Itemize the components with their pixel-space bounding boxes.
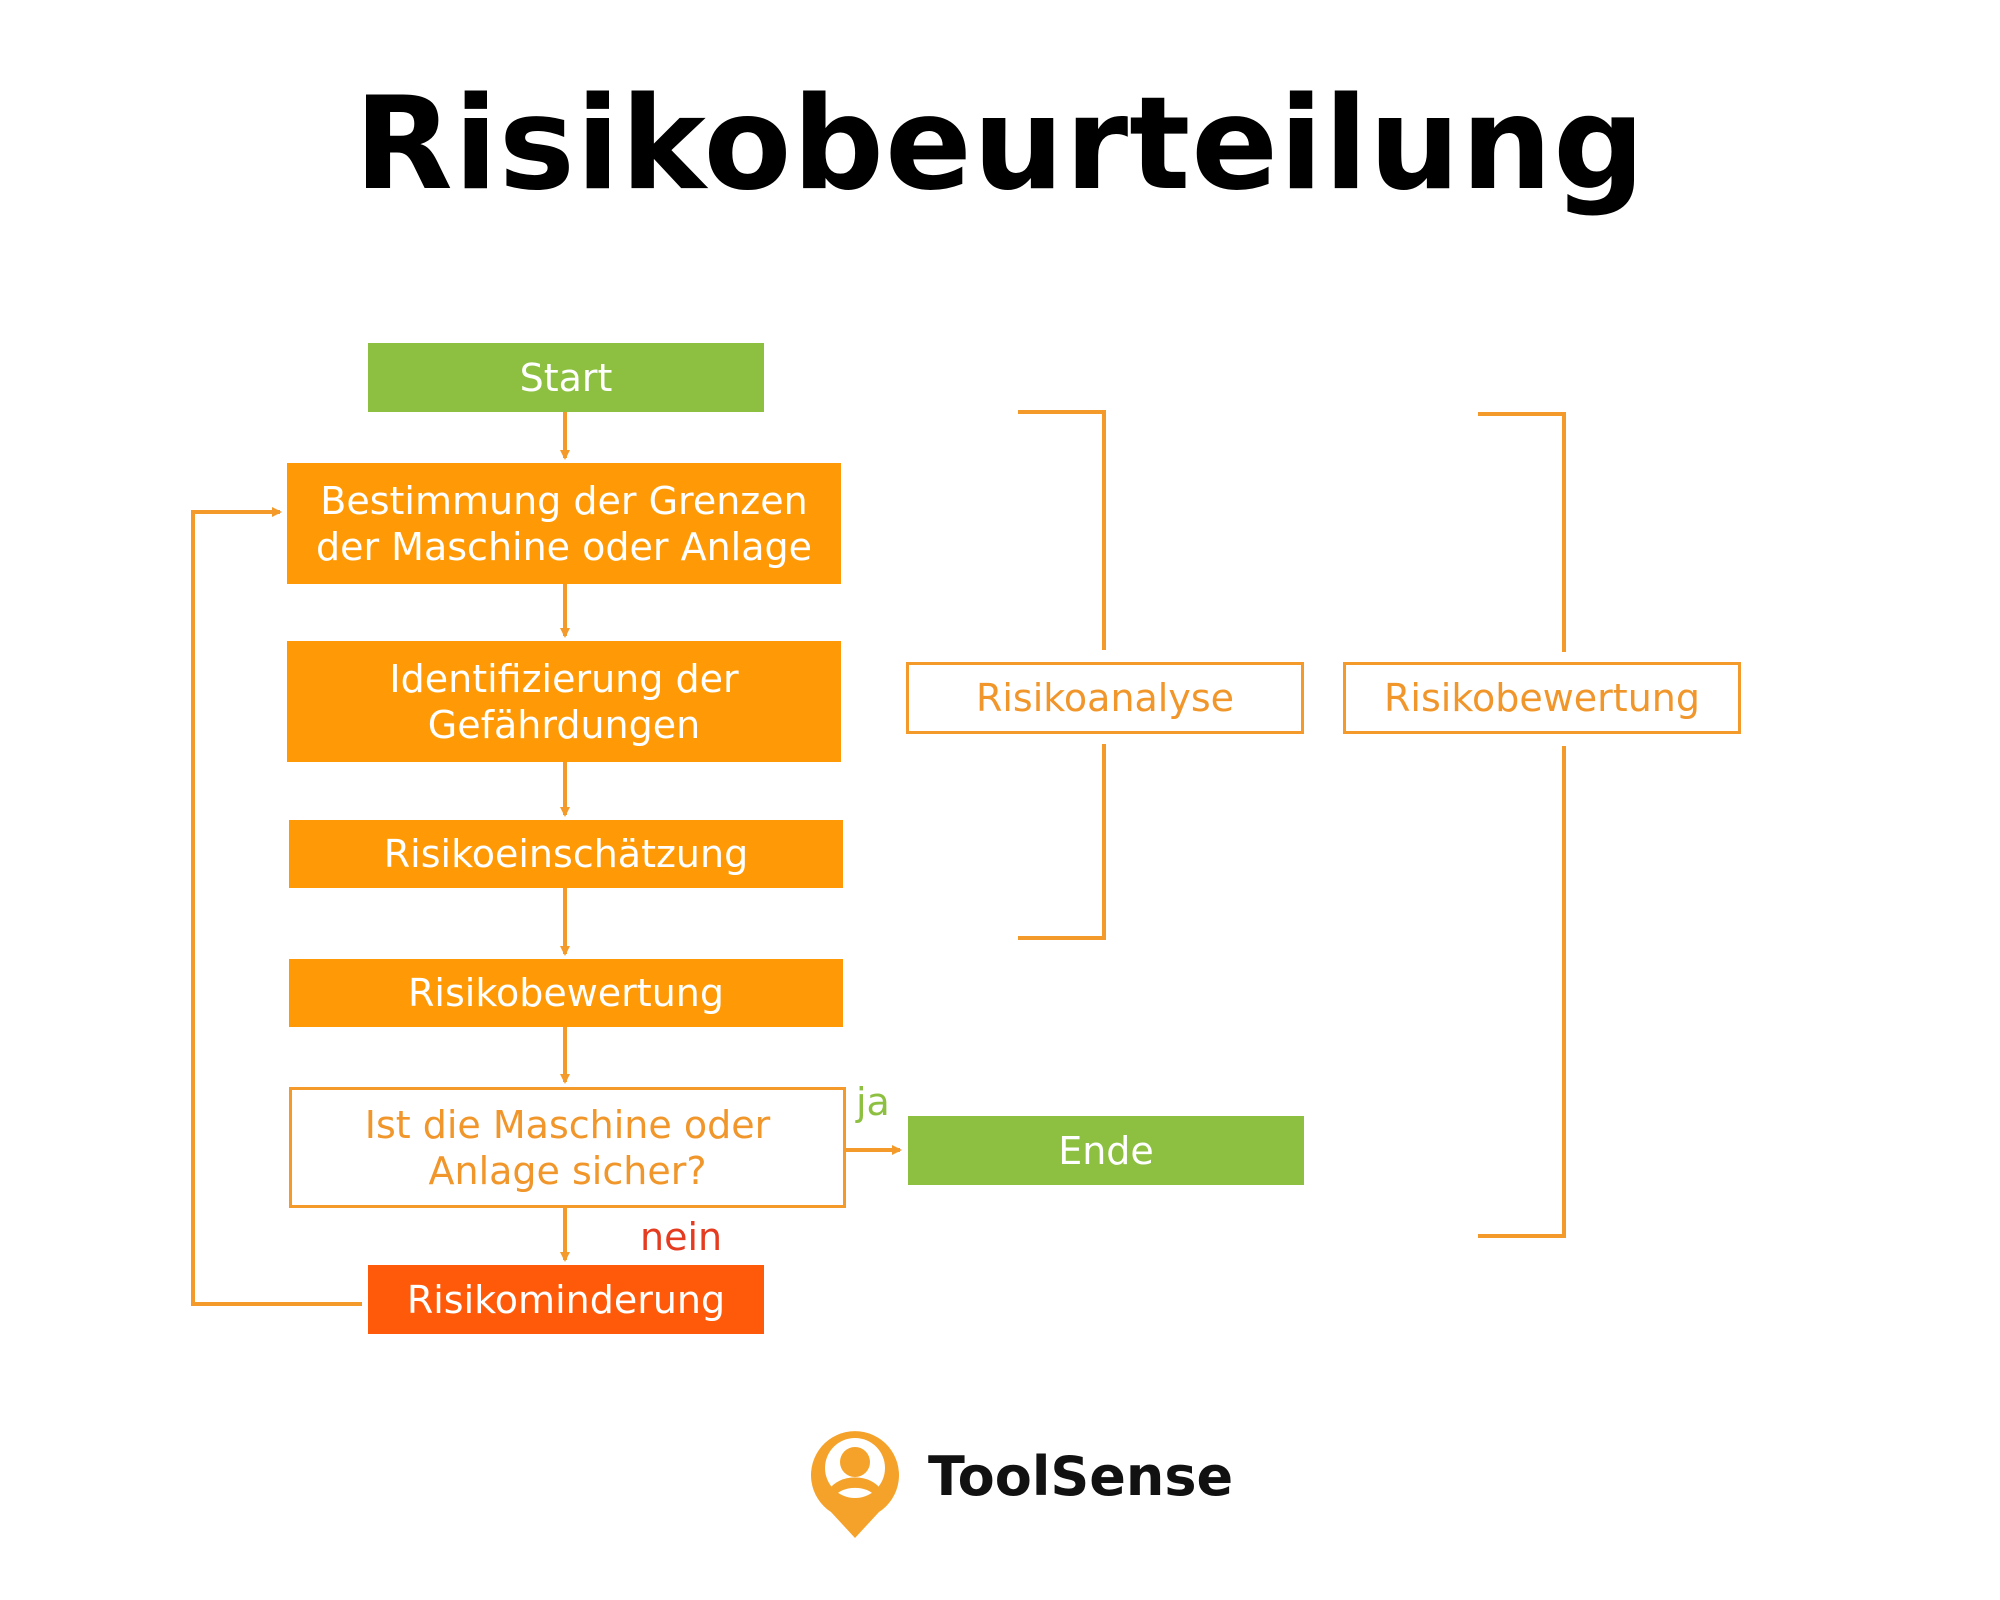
loop-back-arrow — [191, 507, 362, 1306]
step-define-limits: Bestimmung der Grenzen der Maschine oder… — [287, 463, 841, 584]
end-node: Ende — [908, 1116, 1304, 1185]
evaluation-bracket-bottom — [1478, 746, 1566, 1238]
yes-label: ja — [856, 1080, 890, 1124]
analysis-bracket-bottom — [1018, 744, 1106, 940]
decision-is-safe: Ist die Maschine oder Anlage sicher? — [289, 1087, 846, 1208]
page-title: Risikobeurteilung — [354, 70, 1646, 219]
no-label: nein — [640, 1215, 723, 1259]
step-risk-evaluation: Risikobewertung — [289, 959, 843, 1027]
evaluation-bracket-top — [1478, 412, 1566, 652]
start-node: Start — [368, 343, 764, 412]
step-identify-hazards: Identifizierung der Gefährdungen — [287, 641, 841, 762]
group-label-risk-evaluation: Risikobewertung — [1343, 662, 1741, 734]
step-risk-estimation: Risikoeinschätzung — [289, 820, 843, 888]
analysis-bracket-top — [1018, 410, 1106, 650]
brand-name: ToolSense — [928, 1445, 1234, 1508]
group-label-risk-analysis: Risikoanalyse — [906, 662, 1304, 734]
step-risk-reduction: Risikominderung — [368, 1265, 764, 1334]
location-pin-icon — [811, 1431, 899, 1538]
